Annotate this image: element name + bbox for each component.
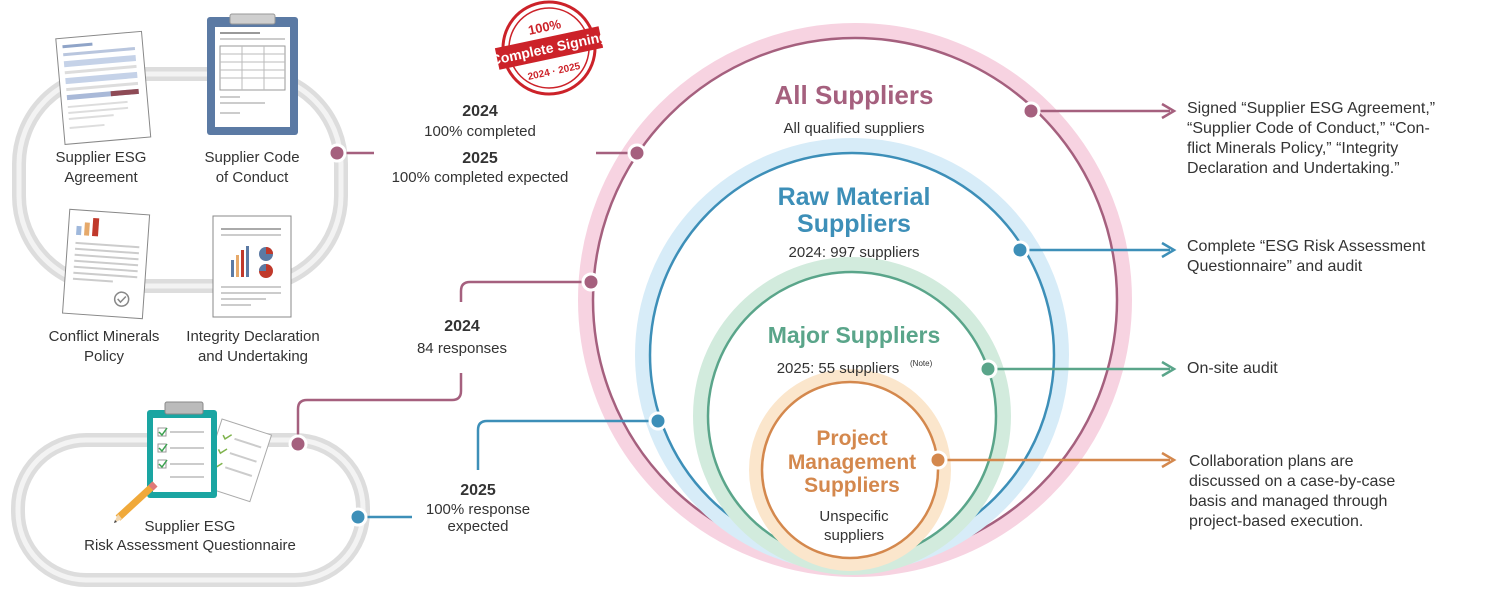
raw-material-title-line1: Raw Material [778,183,931,211]
response-2025-label: 2025 [460,482,496,499]
raw-material-requirement-line-1: Complete “ESG Risk Assessment [1187,238,1426,255]
project-requirement-line-3: basis and managed through [1189,493,1387,510]
esg-agreement-label-line-2: Agreement [64,169,138,186]
suppliers-circles [578,23,1132,577]
questionnaire-label: Supplier ESG Risk Assessment Questionnair… [84,518,296,554]
status-connectors [288,143,668,527]
major-suppliers-title: Major Suppliers [768,322,941,348]
all-suppliers-title: All Suppliers [775,80,934,110]
conflict-minerals-label-line-1: Conflict Minerals [49,328,160,345]
raw-material-requirement-line-2: Questionnaire” and audit [1187,258,1363,275]
response-circle-dot [581,272,601,292]
pencil-icon [114,481,158,523]
code-of-conduct-label-line-2: of Conduct [216,169,289,186]
documents-track [12,67,348,293]
project-ring [760,380,940,560]
stamp-top-text: 100% [527,16,563,38]
all-suppliers-subtitle: All qualified suppliers [784,120,925,137]
code-of-conduct-clipboard-icon [207,13,298,135]
signing-2024-label: 2024 [462,103,498,120]
project-title-line1: Project [816,427,887,450]
project-requirement: Collaboration plans are discussed on a ca… [1189,453,1395,530]
esg-agreement-document-icon [55,30,152,145]
raw-material-title-line2: Suppliers [797,210,911,238]
major-suppliers-note: (Note) [910,359,933,368]
signing-2025-label: 2025 [462,150,498,167]
project-title-line2: Management [788,451,916,474]
project-requirement-line-1: Collaboration plans are [1189,453,1354,470]
project-requirement-line-2: discussed on a case-by-case [1189,473,1395,490]
raw-material-subtitle: 2024: 997 suppliers [789,244,920,261]
major-suppliers-connector-dot [978,359,998,379]
questionnaire-track-dot-2024 [288,434,308,454]
project-requirement-line-4: project-based execution. [1189,513,1363,530]
project-subtitle-line2: suppliers [824,527,884,544]
conflict-minerals-label-line-2: Policy [84,348,125,365]
all-suppliers-connector-dot [1021,101,1041,121]
raw-material-response-dot [648,411,668,431]
integrity-declaration-label-line-2: and Undertaking [198,348,308,365]
conflict-minerals-document-icon [62,208,151,320]
complete-signing-stamp: 100% Complete Signing 2024 · 2025 [489,0,609,96]
signing-2025-value: 100% completed expected [392,169,569,186]
integrity-declaration-document-icon [212,215,292,318]
integrity-declaration-label-line-1: Integrity Declaration [186,328,319,345]
major-suppliers-requirement: On-site audit [1187,360,1278,377]
project-subtitle-line1: Unspecific [819,508,889,525]
code-of-conduct-label: Supplier Code of Conduct [204,149,299,186]
all-suppliers-requirement-line-1: Signed “Supplier ESG Agreement,” [1187,100,1435,117]
raw-material-connector-dot [1010,240,1030,260]
response-2025-value-line2: expected [448,518,509,535]
questionnaire-label-line-1: Supplier ESG [145,518,236,535]
major-suppliers-subtitle: 2025: 55 suppliers [777,360,900,377]
all-suppliers-requirement-line-4: Declaration and Undertaking.” [1187,160,1400,177]
integrity-declaration-label: Integrity Declaration and Undertaking [186,328,319,365]
response-2024-label: 2024 [444,318,480,335]
project-title-line3: Suppliers [804,474,900,497]
response-2024-value: 84 responses [417,340,507,357]
major-suppliers-requirement-line-1: On-site audit [1187,360,1278,377]
questionnaire-clipboard-icon [147,401,273,503]
esg-agreement-label: Supplier ESG Agreement [56,149,147,186]
project-connector-dot [928,450,948,470]
all-suppliers-requirement: Signed “Supplier ESG Agreement,” “Supplie… [1187,100,1435,177]
requirement-connectors [928,101,1177,470]
signing-2024-value: 100% completed [424,123,536,140]
project-ring-outer [749,369,951,571]
all-suppliers-requirement-line-3: flict Minerals Policy,” “Integrity [1187,140,1398,157]
response-2025-value-line1: 100% response [426,501,530,518]
signing-circle-dot [627,143,647,163]
all-suppliers-requirement-line-2: “Supplier Code of Conduct,” “Con- [1187,120,1430,137]
code-of-conduct-label-line-1: Supplier Code [204,149,299,166]
questionnaire-track-dot-2025 [348,507,368,527]
documents-track-dot [327,143,347,163]
questionnaire-label-line-2: Risk Assessment Questionnaire [84,537,296,554]
esg-agreement-label-line-1: Supplier ESG [56,149,147,166]
